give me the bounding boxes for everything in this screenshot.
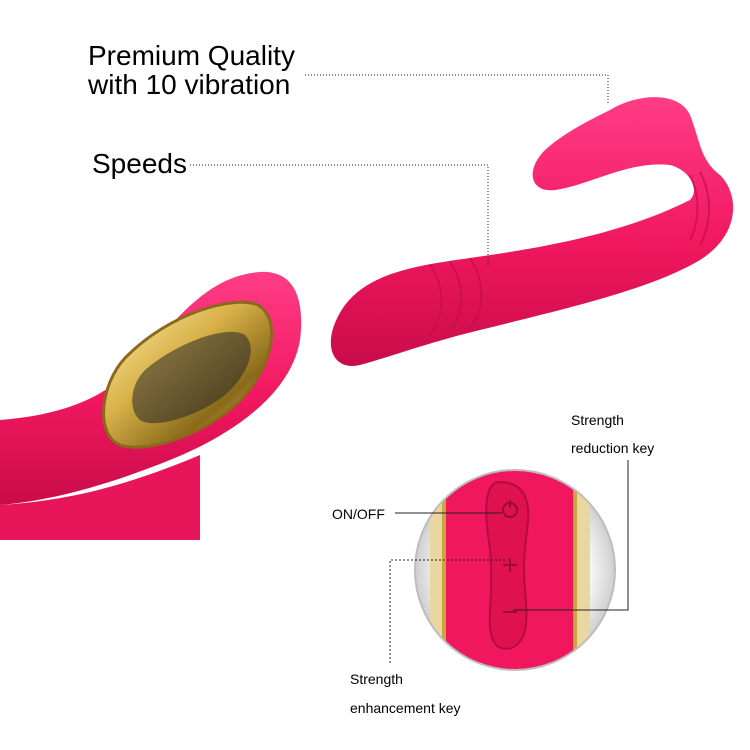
zoom-circle-content — [430, 470, 590, 670]
speeds-label: Speeds — [92, 148, 187, 179]
leader-lines — [190, 74, 629, 663]
strength-reduction-line-2: reduction key — [571, 440, 655, 456]
strength-reduction-line-1: Strength — [571, 412, 624, 428]
product-upper-arm — [330, 97, 734, 366]
gold-button-inner — [132, 331, 251, 424]
product-ribbing — [429, 171, 710, 336]
headline-line-1: Premium Quality — [88, 40, 295, 71]
strength-enhancement-line-2: enhancement key — [350, 700, 461, 716]
on-off-label: ON/OFF — [332, 506, 385, 522]
strength-enhancement-line-1: Strength — [350, 671, 403, 687]
headline-line-2: with 10 vibration — [88, 69, 291, 100]
product-left-lower — [0, 455, 200, 540]
